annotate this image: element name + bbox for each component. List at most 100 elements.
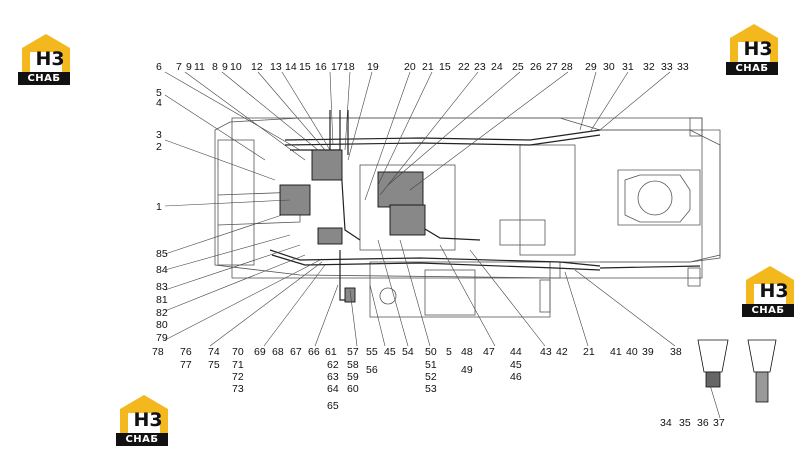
callout-bottom_row1-47: 47 — [483, 346, 495, 358]
logo-house-icon — [730, 24, 778, 62]
callout-bottom_row1-57: 57 — [347, 346, 359, 358]
chassis-rail — [231, 117, 703, 279]
hose-line-bottom-2 — [271, 254, 601, 271]
callout-top-19: 19 — [367, 61, 379, 73]
callout-top-32: 32 — [643, 61, 655, 73]
callout-top-10: 10 — [230, 61, 242, 73]
callout-top-31: 31 — [622, 61, 634, 73]
callout-top-12: 12 — [251, 61, 263, 73]
callout-top-23: 23 — [474, 61, 486, 73]
callout-bottom_row1-43: 43 — [540, 346, 552, 358]
callout-bottom_row3-59: 59 — [347, 371, 359, 383]
logo-top-left: Н3 СНАБ — [18, 32, 74, 92]
callout-top-9: 9 — [222, 61, 228, 73]
callout-left-4: 4 — [156, 97, 162, 109]
callout-bottom_row1-61: 61 — [325, 346, 337, 358]
callout-top-25: 25 — [512, 61, 524, 73]
callout-bottom_row2-45: 45 — [510, 359, 522, 371]
logo-house-icon — [746, 266, 794, 304]
hose-line-top-1 — [284, 129, 601, 141]
detail-part-b — [747, 339, 777, 373]
callout-left-82: 82 — [156, 307, 168, 319]
logo-house-icon — [120, 395, 168, 433]
callout-top-24: 24 — [491, 61, 503, 73]
callout-bottom_row1-5: 5 — [446, 346, 452, 358]
callout-bottom_row5-65: 65 — [327, 400, 339, 412]
callout-top-28: 28 — [561, 61, 573, 73]
callout-bottom_row2-49: 49 — [461, 364, 473, 376]
callout-bottom_row1-42: 42 — [556, 346, 568, 358]
callout-top-11: 11 — [194, 61, 205, 73]
callout-left-5: 5 — [156, 87, 162, 99]
rear-hitch — [624, 174, 691, 223]
callout-bottom_row1-66: 66 — [308, 346, 320, 358]
callout-bottom_row1-69: 69 — [254, 346, 266, 358]
callout-left-85: 85 — [156, 248, 168, 260]
callout-bottom_row1-38: 38 — [670, 346, 682, 358]
callout-left-84: 84 — [156, 264, 168, 276]
callout-top-27: 27 — [546, 61, 558, 73]
hitch-pin — [637, 180, 673, 216]
detail-part-b-stem — [755, 371, 769, 403]
callout-bottom_row1-54: 54 — [402, 346, 414, 358]
rear-frame — [600, 129, 721, 263]
callout-left-80: 80 — [156, 319, 168, 331]
callout-left-1: 1 — [156, 201, 162, 213]
filter — [344, 287, 356, 303]
callout-bottom_row1-50: 50 — [425, 346, 437, 358]
callout-top-33: 33 — [677, 61, 689, 73]
logo-mid-right: Н3 СНАБ — [742, 264, 798, 324]
logo-brand-text: Н3 — [759, 280, 789, 302]
callout-bottom_row4-60: 60 — [347, 383, 359, 395]
callout-detail-34: 34 — [660, 417, 672, 429]
callout-top-13: 13 — [270, 61, 282, 73]
valve-base — [359, 164, 456, 251]
callout-bottom_row1-55: 55 — [366, 346, 378, 358]
rear-bracket-top — [689, 117, 703, 137]
callout-top-29: 29 — [585, 61, 597, 73]
callout-bottom_row4-53: 53 — [425, 383, 437, 395]
logo-bottom-left: Н3 СНАБ — [116, 393, 172, 453]
callout-bottom_row1-68: 68 — [272, 346, 284, 358]
callout-bottom_row4-73: 73 — [232, 383, 244, 395]
callout-bottom_row1-76: 76 — [180, 346, 192, 358]
tank-block — [424, 269, 476, 316]
callout-bottom_row4-64: 64 — [327, 383, 339, 395]
callout-top-6: 6 — [156, 61, 162, 73]
callout-top-14: 14 — [285, 61, 297, 73]
main-valve-bottom — [389, 204, 426, 236]
callout-detail-36: 36 — [697, 417, 709, 429]
return-line — [599, 265, 701, 269]
callout-bottom_row1-45: 45 — [384, 346, 396, 358]
callout-bottom_row1-44: 44 — [510, 346, 522, 358]
hose-line-bottom-1 — [269, 249, 601, 267]
logo-brand-text: Н3 — [133, 409, 163, 431]
lower-box — [539, 279, 551, 313]
callout-top-18: 18 — [343, 61, 355, 73]
callout-detail-35: 35 — [679, 417, 691, 429]
logo-caption: СНАБ — [742, 304, 794, 317]
logo-top-right: Н3 СНАБ — [726, 22, 782, 82]
rear-trunnion — [617, 169, 701, 226]
detail-part-a — [697, 339, 729, 373]
callout-bottom_row2-58: 58 — [347, 359, 359, 371]
logo-brand-text: Н3 — [35, 48, 65, 70]
callout-bottom_row3-63: 63 — [327, 371, 339, 383]
callout-top-9: 9 — [186, 61, 192, 73]
callout-bottom_row2-71: 71 — [232, 359, 244, 371]
callout-bottom_row3-52: 52 — [425, 371, 437, 383]
callout-left-83: 83 — [156, 281, 168, 293]
callout-top-30: 30 — [603, 61, 615, 73]
callout-bottom_row1-39: 39 — [642, 346, 654, 358]
callout-top-8: 8 — [212, 61, 218, 73]
callout-bottom_row3-46: 46 — [510, 371, 522, 383]
callout-bottom_row2-77: 77 — [180, 359, 192, 371]
left-plate — [217, 139, 255, 266]
control-valve-upper — [311, 149, 343, 181]
logo-caption: СНАБ — [116, 433, 168, 446]
center-mount — [519, 144, 576, 256]
callout-bottom_row2-56: 56 — [366, 364, 378, 376]
callout-bottom_row1-70: 70 — [232, 346, 244, 358]
